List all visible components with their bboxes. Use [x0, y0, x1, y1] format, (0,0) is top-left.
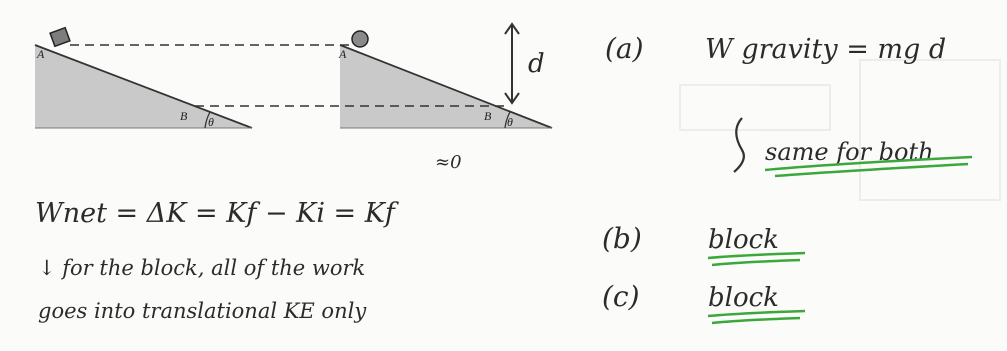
right-angle-label: θ	[507, 115, 513, 129]
answer-c-label: (c)	[602, 280, 640, 313]
height-arrow: d	[504, 22, 545, 105]
answer-a-underline-1	[764, 155, 973, 172]
work-energy-equation: Wnet = ΔK = Kf − Ki = Kf	[35, 198, 399, 229]
background-bleed	[679, 59, 1001, 201]
right-label-a: A	[338, 47, 347, 61]
left-incline: A B θ	[34, 26, 253, 129]
zero-mark: ≈0	[435, 152, 462, 173]
left-label-a: A	[36, 47, 45, 61]
work-energy-block: ≈0 Wnet = ΔK = Kf − Ki = Kf ↓ for the bl…	[35, 152, 462, 323]
answer-b-answer: block	[708, 225, 779, 255]
answer-c-underline-1	[707, 309, 806, 318]
work-energy-note-line2: goes into translational KE only	[38, 299, 367, 323]
answer-a-underline-2	[774, 162, 969, 178]
height-label: d	[528, 49, 545, 79]
answer-a-note: same for both	[765, 138, 934, 166]
work-energy-note-line1: ↓ for the block, all of the work	[38, 256, 365, 280]
answer-a-label: (a)	[605, 32, 644, 65]
answer-c-answer: block	[708, 283, 779, 313]
answer-b: (b) block	[602, 222, 806, 267]
answer-b-underline-2	[711, 258, 801, 267]
answer-a: (a) W gravity = mg d same for both	[605, 32, 973, 178]
right-incline: A B θ	[338, 30, 553, 129]
answer-a-brace	[733, 117, 745, 173]
answer-a-equation: W gravity = mg d	[705, 34, 946, 65]
right-label-b: B	[484, 109, 492, 123]
block-shape	[49, 26, 71, 48]
left-angle-label: θ	[208, 115, 214, 129]
left-label-b: B	[180, 109, 188, 123]
answer-c: (c) block	[602, 280, 806, 325]
answer-c-underline-2	[711, 316, 801, 325]
answer-b-label: (b)	[602, 222, 642, 255]
ball-shape	[351, 30, 369, 48]
answer-b-underline-1	[707, 251, 806, 260]
